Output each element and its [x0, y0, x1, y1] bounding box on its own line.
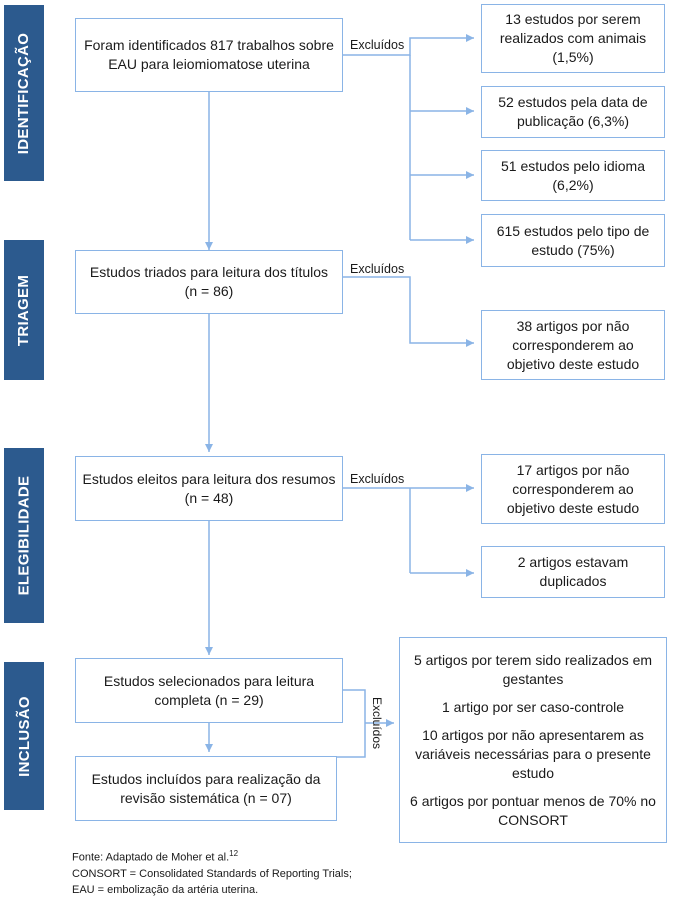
phase-identificacao: IDENTIFICAÇÃO: [4, 5, 44, 181]
footer-eau: EAU = embolização da artéria uterina.: [72, 883, 259, 896]
excl-inclusion-item: 1 artigo por ser caso-controle: [441, 698, 625, 715]
box-excl-elig-objective: 17 artigos por não corresponderem ao obj…: [481, 454, 665, 524]
phase-identificacao-label: IDENTIFICAÇÃO: [15, 32, 33, 154]
phase-inclusao: INCLUSÃO: [4, 662, 44, 810]
arrow-excl-screen: [343, 276, 474, 347]
box-eligible: Estudos eleitos para leitura dos resumos…: [75, 456, 343, 521]
footer-consort: CONSORT = Consolidated Standards of Repo…: [72, 867, 352, 880]
box-excl-screen-objective-text: 38 artigos por não corresponderem ao obj…: [506, 317, 640, 372]
excluded-label-screening: Excluídos: [350, 262, 405, 276]
box-excl-screen-objective: 38 artigos por não corresponderem ao obj…: [481, 310, 665, 380]
box-identified: Foram identificados 817 trabalhos sobre …: [75, 18, 343, 92]
phase-triagem: TRIAGEM: [4, 240, 44, 380]
box-excl-language: 51 estudos pelo idioma (6,2%): [481, 150, 665, 201]
box-excl-duplicated: 2 artigos estavam duplicados: [481, 546, 665, 598]
footer-source-text: Fonte: Adaptado de Moher et al.: [72, 851, 230, 864]
excluded-label-eligibility: Excluídos: [350, 472, 405, 486]
box-selected-text: Estudos selecionados para leitura comple…: [103, 672, 315, 708]
excl-inclusion-item: 5 artigos por terem sido realizados em g…: [413, 651, 653, 687]
box-excl-type-text: 615 estudos pelo tipo de estudo (75%): [496, 222, 650, 258]
excl-inclusion-item: 10 artigos por não apresentarem as variá…: [415, 726, 651, 781]
box-excl-animals-text: 13 estudos por serem realizados com anim…: [499, 11, 647, 65]
box-eligible-text: Estudos eleitos para leitura dos resumos…: [82, 470, 336, 506]
footer-notes: Fonte: Adaptado de Moher et al.12 CONSOR…: [72, 846, 352, 898]
box-screened: Estudos triados para leitura dos títulos…: [75, 250, 343, 314]
phase-inclusao-label: INCLUSÃO: [15, 695, 33, 777]
arrow-excl-animals: [343, 34, 474, 56]
excl-inclusion-item: 6 artigos por pontuar menos de 70% no CO…: [410, 792, 656, 828]
box-excl-animals: 13 estudos por serem realizados com anim…: [481, 4, 665, 73]
excluded-label-inclusion: Excluídos: [370, 697, 384, 750]
box-excl-type: 615 estudos pelo tipo de estudo (75%): [481, 214, 665, 267]
box-included-text: Estudos incluídos para realização da rev…: [91, 770, 321, 806]
box-excl-language-text: 51 estudos pelo idioma (6,2%): [501, 157, 645, 193]
phase-triagem-label: TRIAGEM: [15, 274, 33, 346]
phase-elegibilidade: ELEGIBILIDADE: [4, 448, 44, 623]
box-included: Estudos incluídos para realização da rev…: [75, 756, 337, 821]
excluded-label-identification: Excluídos: [350, 38, 405, 52]
footer-source-ref: 12: [229, 849, 239, 858]
footer-source: Fonte: Adaptado de Moher et al.12: [72, 846, 352, 866]
box-excl-duplicated-text: 2 artigos estavam duplicados: [517, 554, 629, 589]
box-excl-inclusion: 5 artigos por terem sido realizados em g…: [399, 637, 667, 843]
phase-elegibilidade-label: ELEGIBILIDADE: [15, 475, 33, 596]
box-identified-text: Foram identificados 817 trabalhos sobre …: [84, 37, 334, 72]
box-screened-text: Estudos triados para leitura dos títulos…: [89, 264, 329, 299]
box-selected: Estudos selecionados para leitura comple…: [75, 658, 343, 723]
box-excl-elig-objective-text: 17 artigos por não corresponderem ao obj…: [506, 461, 640, 516]
box-excl-date: 52 estudos pela data de publicação (6,3%…: [481, 86, 665, 138]
box-excl-date-text: 52 estudos pela data de publicação (6,3%…: [498, 94, 648, 129]
